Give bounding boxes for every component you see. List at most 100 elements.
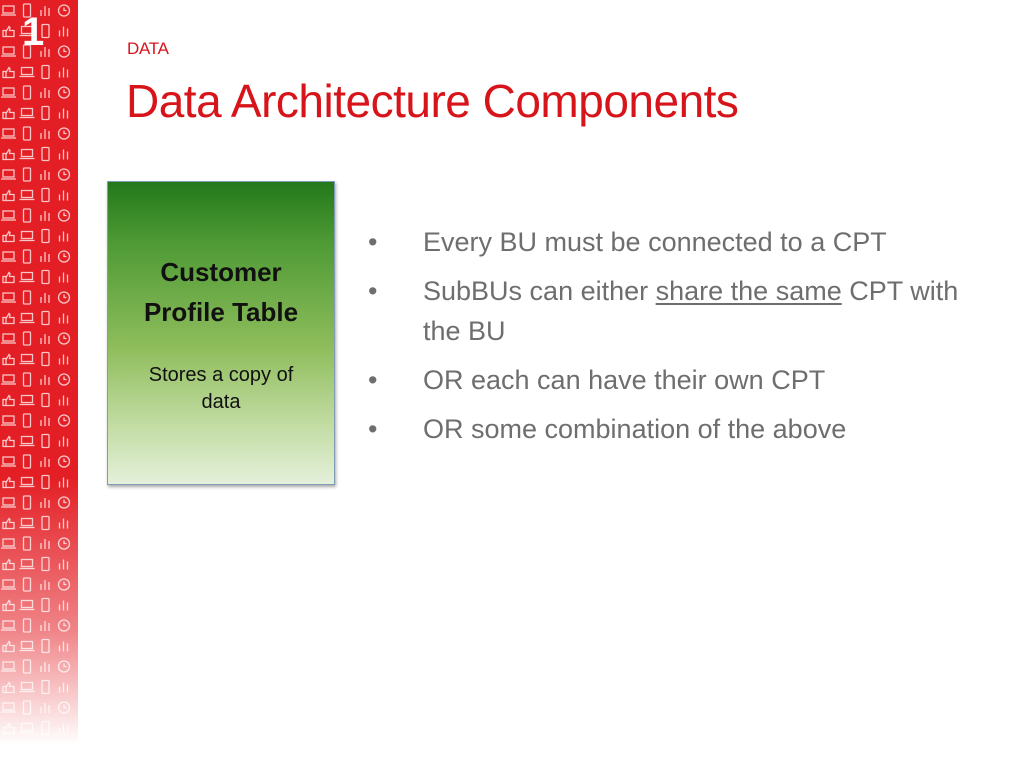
laptop-icon	[19, 394, 35, 406]
phone-icon	[41, 64, 50, 80]
bar-chart-icon	[58, 67, 69, 78]
phone-icon	[22, 126, 32, 141]
laptop-icon	[1, 579, 16, 590]
laptop-icon	[19, 148, 35, 160]
thumbs-up-icon	[2, 599, 15, 612]
laptop-icon	[19, 722, 35, 734]
clock-icon	[57, 45, 71, 58]
bar-chart-icon	[40, 47, 50, 57]
laptop-icon	[1, 292, 16, 303]
phone-icon	[41, 515, 50, 531]
clock-icon	[57, 496, 71, 509]
laptop-icon	[19, 271, 35, 283]
bar-chart-icon	[40, 293, 50, 303]
bar-chart-icon	[58, 26, 69, 37]
bar-chart-icon	[58, 149, 69, 160]
bar-chart-icon	[58, 313, 69, 324]
clock-icon	[57, 455, 71, 468]
bullet-text: OR some combination of the above	[423, 414, 847, 444]
thumbs-up-icon	[2, 312, 15, 325]
icon-pattern	[1, 3, 71, 756]
phone-icon	[41, 597, 50, 613]
phone-icon	[41, 105, 50, 121]
thumbs-up-icon	[2, 107, 15, 120]
thumbs-up-icon	[2, 517, 15, 530]
thumbs-up-icon	[2, 25, 15, 38]
bullet-marker: •	[368, 365, 378, 395]
laptop-icon	[19, 107, 35, 119]
phone-icon	[22, 454, 32, 469]
sidebar-decoration-strip	[0, 0, 78, 768]
bar-chart-icon	[40, 129, 50, 139]
phone-icon	[41, 638, 50, 654]
phone-icon	[41, 720, 50, 736]
phone-icon	[22, 700, 32, 715]
component-title: Customer Profile Table	[143, 257, 299, 327]
laptop-icon	[19, 435, 35, 447]
laptop-icon	[1, 374, 16, 385]
bar-chart-icon	[58, 518, 69, 529]
thumbs-up-icon	[2, 148, 15, 161]
laptop-icon	[19, 312, 35, 324]
phone-icon	[41, 433, 50, 449]
bullet-text: CPT with the BU	[423, 276, 959, 346]
bar-chart-icon	[40, 703, 50, 713]
clock-icon	[57, 373, 71, 386]
bullet-emphasis-text: share the same	[655, 276, 842, 306]
bar-chart-icon	[58, 600, 69, 611]
laptop-icon	[19, 476, 35, 488]
laptop-icon	[1, 456, 16, 467]
phone-icon	[22, 167, 32, 182]
thumbs-up-icon	[2, 394, 15, 407]
clock-icon	[57, 742, 71, 755]
bullet-text: OR each can have their own CPT	[423, 365, 826, 395]
phone-icon	[22, 85, 32, 100]
laptop-icon	[19, 681, 35, 693]
bar-chart-icon	[58, 641, 69, 652]
laptop-icon	[19, 66, 35, 78]
thumbs-up-icon	[2, 353, 15, 366]
bar-chart-icon	[40, 457, 50, 467]
laptop-icon	[1, 702, 16, 713]
clock-icon	[57, 86, 71, 99]
laptop-icon	[1, 251, 16, 262]
bar-chart-icon	[58, 395, 69, 406]
laptop-icon	[19, 517, 35, 529]
phone-icon	[41, 146, 50, 162]
phone-icon	[22, 208, 32, 223]
laptop-icon	[1, 46, 16, 57]
bullet-list: •Every BU must be connected to a CPT•Sub…	[368, 222, 988, 458]
bullet-text: Every BU must be connected to a CPT	[423, 227, 887, 257]
page-title: Data Architecture Components	[126, 75, 739, 127]
phone-icon	[22, 577, 32, 592]
laptop-icon	[19, 353, 35, 365]
bullet-marker: •	[368, 276, 378, 306]
bar-chart-icon	[58, 723, 69, 734]
laptop-icon	[1, 497, 16, 508]
laptop-icon	[1, 169, 16, 180]
clock-icon	[57, 537, 71, 550]
bar-chart-icon	[40, 416, 50, 426]
phone-icon	[22, 495, 32, 510]
bar-chart-icon	[40, 170, 50, 180]
section-label: DATA	[127, 39, 169, 58]
phone-icon	[22, 413, 32, 428]
component-description: Stores a copy of data	[148, 364, 294, 413]
bar-chart-icon	[40, 539, 50, 549]
thumbs-up-icon	[2, 189, 15, 202]
phone-icon	[22, 3, 32, 18]
laptop-icon	[1, 5, 16, 16]
laptop-icon	[19, 599, 35, 611]
bullet-item: •OR some combination of the above	[368, 409, 988, 449]
phone-icon	[41, 392, 50, 408]
thumbs-up-icon	[2, 722, 15, 735]
clock-icon	[57, 414, 71, 427]
phone-icon	[22, 618, 32, 633]
clock-icon	[57, 127, 71, 140]
laptop-icon	[19, 189, 35, 201]
clock-icon	[57, 168, 71, 181]
phone-icon	[22, 44, 32, 59]
laptop-icon	[1, 415, 16, 426]
thumbs-up-icon	[2, 230, 15, 243]
laptop-icon	[1, 87, 16, 98]
